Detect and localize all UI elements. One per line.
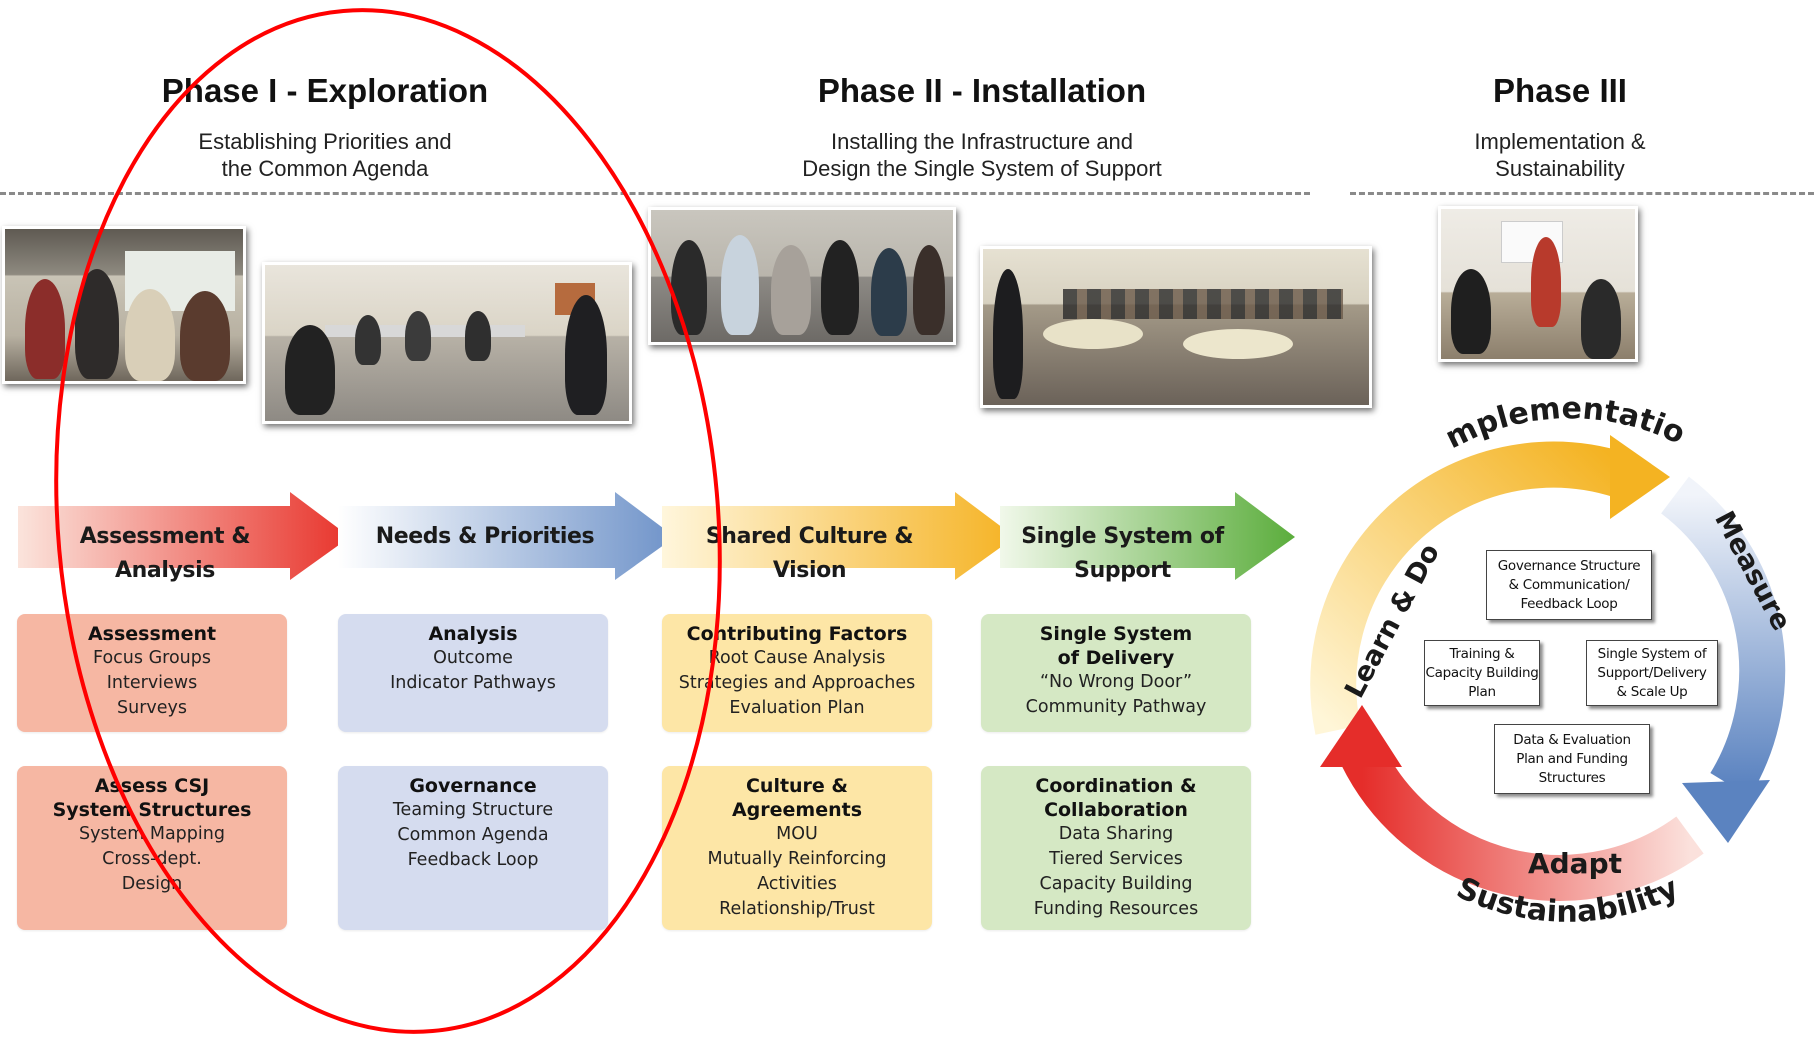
card-lines: Teaming Structure Common Agenda Feedback… (392, 800, 554, 870)
cycle-label-implementation: Implementation (1310, 395, 1690, 456)
card-lines: System Mapping Cross-dept. Design (79, 824, 225, 894)
band-label-culture: Shared Culture & Vision (705, 524, 914, 583)
card-single-system-delivery: Single System of Delivery “No Wrong Door… (981, 614, 1251, 732)
card-title: Culture & Agreements (731, 775, 863, 821)
card-coordination: Coordination & Collaboration Data Sharin… (981, 766, 1251, 930)
cycle-arrowhead-red (1320, 705, 1402, 767)
band-label-needs: Needs & Priorities (375, 524, 595, 549)
photo-presentation (1438, 206, 1638, 362)
cycle-diagram: Implementation Sustainability Learn & Do… (1310, 395, 1797, 930)
card-title: Assess CSJ System Structures (52, 775, 252, 821)
card-title: Governance (409, 775, 537, 797)
photo-workshop-wall (2, 226, 246, 384)
inner-box-data-evaluation: Data & Evaluation Plan and Funding Struc… (1494, 724, 1650, 794)
card-analysis: Analysis Outcome Indicator Pathways (338, 614, 608, 732)
card-lines: Outcome Indicator Pathways (390, 648, 556, 693)
band-arrow-green (1000, 492, 1295, 580)
card-lines: Root Cause Analysis Strategies and Appro… (678, 648, 916, 718)
phase-3-title: Phase III (1493, 72, 1627, 109)
phase-divider-left (0, 192, 1310, 195)
card-title: Contributing Factors (686, 623, 908, 645)
card-title: Single System of Delivery (1039, 623, 1193, 669)
card-lines: Data Sharing Tiered Services Capacity Bu… (1033, 824, 1199, 919)
photo-outdoor-circle (648, 207, 956, 345)
cycle-label-adapt: Adapt (1528, 847, 1622, 880)
band-arrow-yellow (662, 492, 1015, 580)
cycle-arrowhead-blue (1682, 780, 1770, 843)
card-culture-agreements: Culture & Agreements MOU Mutually Reinfo… (662, 766, 932, 930)
inner-box-single-system: Single System of Support/Delivery & Scal… (1586, 640, 1718, 706)
cycle-arrowhead-yellow (1610, 435, 1670, 519)
cycle-arrow-measure (1660, 476, 1786, 797)
card-assess-csj: Assess CSJ System Structures System Mapp… (17, 766, 287, 930)
card-title: Coordination & Collaboration (1035, 775, 1197, 821)
band-label-assessment: Assessment & Analysis (79, 524, 251, 583)
phase-divider-right (1350, 192, 1814, 195)
phase-2-title: Phase II - Installation (817, 72, 1147, 109)
card-lines: Focus Groups Interviews Surveys (93, 648, 211, 718)
inner-box-training: Training & Capacity Building Plan (1424, 640, 1540, 706)
phase-2-subtitle: Installing the Infrastructure and Design… (802, 129, 1162, 181)
card-lines: MOU Mutually Reinforcing Activities Rela… (707, 824, 887, 919)
card-assessment: Assessment Focus Groups Interviews Surve… (17, 614, 287, 732)
photo-meeting-room (262, 262, 632, 424)
photo-banquet-hall (980, 246, 1372, 408)
phase-3-subtitle: Implementation & Sustainability (1474, 129, 1646, 181)
cycle-arrow-adapt (1341, 744, 1704, 901)
band-label-single-system: Single System of Support (1021, 524, 1224, 583)
inner-box-governance: Governance Structure & Communication/ Fe… (1486, 550, 1652, 620)
card-contributing-factors: Contributing Factors Root Cause Analysis… (662, 614, 932, 732)
cycle-arrow-learn-do (1310, 441, 1627, 735)
card-lines: “No Wrong Door” Community Pathway (1025, 672, 1207, 717)
card-title: Assessment (87, 623, 217, 645)
card-title: Analysis (428, 623, 518, 645)
phase-1-subtitle: Establishing Priorities and the Common A… (198, 129, 452, 181)
phase-1-title: Phase I - Exploration (161, 72, 489, 109)
card-governance: Governance Teaming Structure Common Agen… (338, 766, 608, 930)
